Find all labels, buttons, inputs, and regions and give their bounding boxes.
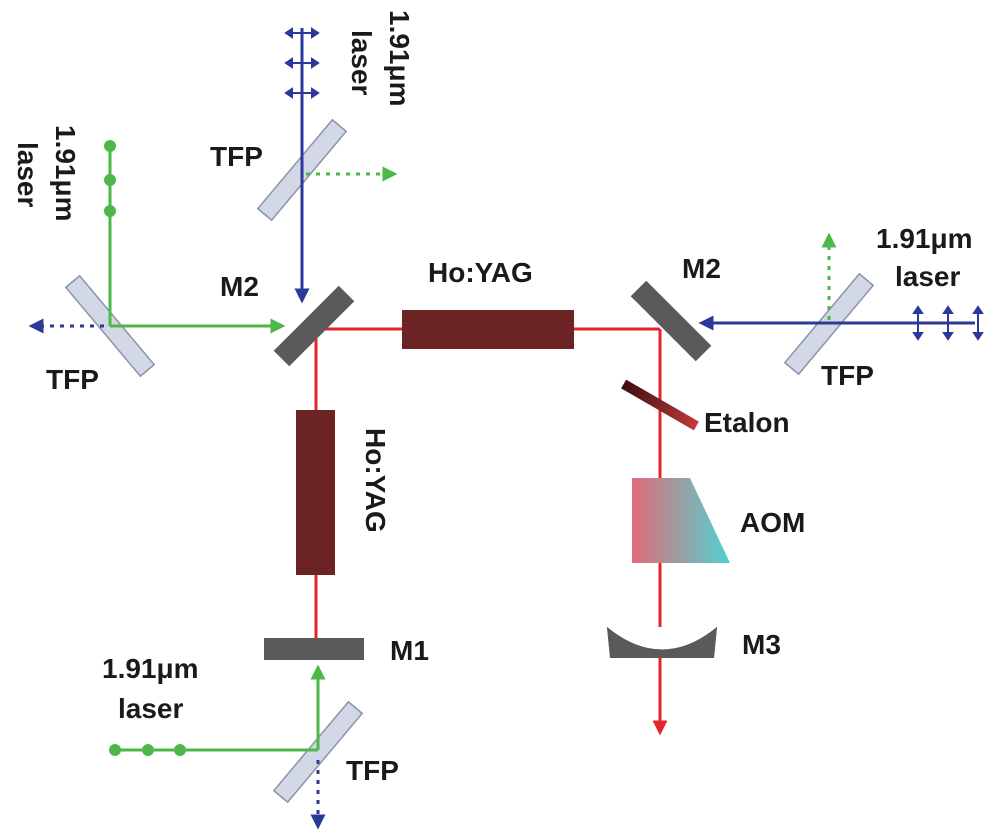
pump-beam-right-blue [698,305,984,341]
label-m2-right: M2 [682,253,721,284]
label-laser-right-1: 1.91μm [876,223,973,254]
label-tfp-right: TFP [821,360,874,391]
label-hoyag-horizontal: Ho:YAG [428,257,533,288]
label-tfp-left: TFP [46,364,99,395]
hoyag-crystal-horizontal [402,310,574,349]
polarization-dot [104,205,116,217]
aom-modulator [632,478,730,563]
mirror-m2-left [273,285,355,367]
polarization-dot [174,744,186,756]
label-laser-left-2: laser [12,142,43,207]
pump-beam-left-green [104,140,286,334]
polarization-marks-right [912,305,984,341]
label-m3: M3 [742,629,781,660]
hoyag-crystal-vertical [296,410,335,575]
label-aom: AOM [740,507,805,538]
label-m2-left: M2 [220,271,259,302]
label-tfp-top: TFP [210,141,263,172]
pump-beam-top-blue [284,27,320,304]
polarization-dot [109,744,121,756]
label-laser-right-2: laser [895,261,960,292]
label-laser-top-2: laser [346,30,377,95]
polarization-dot [142,744,154,756]
label-hoyag-vertical: Ho:YAG [360,428,391,533]
label-m1: M1 [390,635,429,666]
label-laser-left-1: 1.91μm [50,125,81,222]
etalon [621,379,699,431]
tfp-plate-bottom [272,700,364,804]
label-laser-top-1: 1.91μm [384,10,415,107]
mirror-m1 [264,638,364,660]
polarization-dot [104,140,116,152]
pump-beam-bottom-green [109,664,326,756]
polarization-marks-top [284,27,320,99]
label-etalon: Etalon [704,407,790,438]
mirror-m2-right [630,280,712,362]
label-laser-bottom-2: laser [118,693,183,724]
label-tfp-bottom: TFP [346,755,399,786]
mirror-m3-body [607,627,717,658]
polarization-dot [104,174,116,186]
label-laser-bottom-1: 1.91μm [102,653,199,684]
